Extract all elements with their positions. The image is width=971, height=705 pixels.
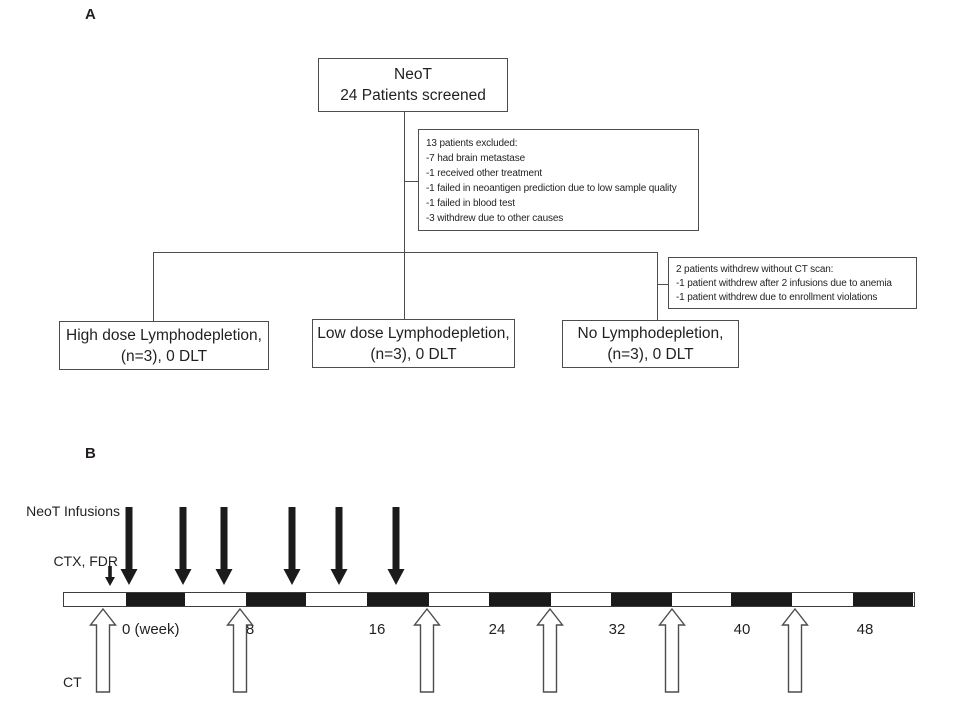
panel-a-label: A bbox=[85, 6, 96, 23]
infusion-arrow-icon bbox=[330, 507, 348, 585]
ct-arrow-icon bbox=[658, 607, 686, 693]
connector-line bbox=[657, 284, 668, 285]
excluded-box: 13 patients excluded: -7 had brain metas… bbox=[418, 129, 699, 231]
withdrew-line: -1 patient withdrew due to enrollment vi… bbox=[676, 292, 878, 303]
withdrew-box: 2 patients withdrew without CT scan: -1 … bbox=[668, 257, 917, 309]
excluded-line: -3 withdrew due to other causes bbox=[426, 213, 564, 224]
ct-label: CT bbox=[63, 674, 82, 690]
infusion-arrow-icon bbox=[120, 507, 138, 585]
arm-box-line1: High dose Lymphodepletion, bbox=[66, 326, 262, 344]
connector-line bbox=[657, 252, 658, 320]
timeline-black-segment bbox=[853, 593, 913, 606]
arm-box-line1: Low dose Lymphodepletion, bbox=[317, 324, 510, 342]
neot-infusions-label: NeoT Infusions bbox=[26, 503, 120, 519]
connector-line bbox=[404, 181, 418, 182]
connector-line bbox=[153, 252, 657, 253]
arm-box-no-lympho: No Lymphodepletion, (n=3), 0 DLT bbox=[562, 320, 739, 368]
timeline-black-segment bbox=[367, 593, 429, 606]
connector-line bbox=[153, 252, 154, 322]
infusion-arrow-icon bbox=[283, 507, 301, 585]
excluded-line: 13 patients excluded: bbox=[426, 138, 518, 149]
excluded-line: -1 failed in blood test bbox=[426, 198, 515, 209]
week-label: 8 bbox=[245, 621, 255, 638]
ct-arrow-icon bbox=[536, 607, 564, 693]
arm-box-line1: No Lymphodepletion, bbox=[577, 325, 724, 342]
ctx-fdr-label: CTX, FDR bbox=[53, 553, 118, 569]
excluded-line: -1 failed in neoantigen prediction due t… bbox=[426, 183, 677, 194]
withdrew-line: 2 patients withdrew without CT scan: bbox=[676, 264, 834, 275]
infusion-arrow-icon bbox=[215, 507, 233, 585]
infusion-arrow-icon bbox=[387, 507, 405, 585]
timeline-black-segment bbox=[611, 593, 672, 606]
infusion-arrow-icon bbox=[174, 507, 192, 585]
panel-b-label: B bbox=[85, 445, 96, 462]
ctx-arrow-icon bbox=[105, 566, 115, 586]
ct-arrow-icon bbox=[89, 607, 117, 693]
timeline-bar bbox=[63, 592, 915, 607]
arm-box-high-dose: High dose Lymphodepletion, (n=3), 0 DLT bbox=[59, 321, 269, 370]
screened-box-line2: 24 Patients screened bbox=[340, 87, 486, 104]
week-label: 0 (week) bbox=[122, 621, 180, 638]
excluded-line: -1 received other treatment bbox=[426, 168, 543, 179]
week-label: 40 bbox=[733, 621, 751, 638]
timeline-black-segment bbox=[731, 593, 792, 606]
withdrew-line: -1 patient withdrew after 2 infusions du… bbox=[676, 278, 892, 289]
arm-box-line2: (n=3), 0 DLT bbox=[120, 347, 208, 365]
timeline-black-segment bbox=[126, 593, 185, 606]
arm-box-line2: (n=3), 0 DLT bbox=[607, 346, 694, 363]
ct-arrow-icon bbox=[413, 607, 441, 693]
week-label: 16 bbox=[368, 621, 386, 638]
screened-box: NeoT 24 Patients screened bbox=[318, 58, 508, 112]
connector-line bbox=[404, 112, 405, 252]
week-label: 24 bbox=[488, 621, 506, 638]
screened-box-line1: NeoT bbox=[394, 66, 432, 83]
timeline-black-segment bbox=[489, 593, 551, 606]
excluded-line: -7 had brain metastase bbox=[426, 153, 525, 164]
timeline-black-segment bbox=[246, 593, 306, 606]
week-label: 48 bbox=[856, 621, 874, 638]
week-label: 32 bbox=[608, 621, 626, 638]
arm-box-line2: (n=3), 0 DLT bbox=[370, 345, 457, 363]
connector-line bbox=[404, 252, 405, 319]
arm-box-low-dose: Low dose Lymphodepletion, (n=3), 0 DLT bbox=[312, 319, 515, 368]
ct-arrow-icon bbox=[781, 607, 809, 693]
